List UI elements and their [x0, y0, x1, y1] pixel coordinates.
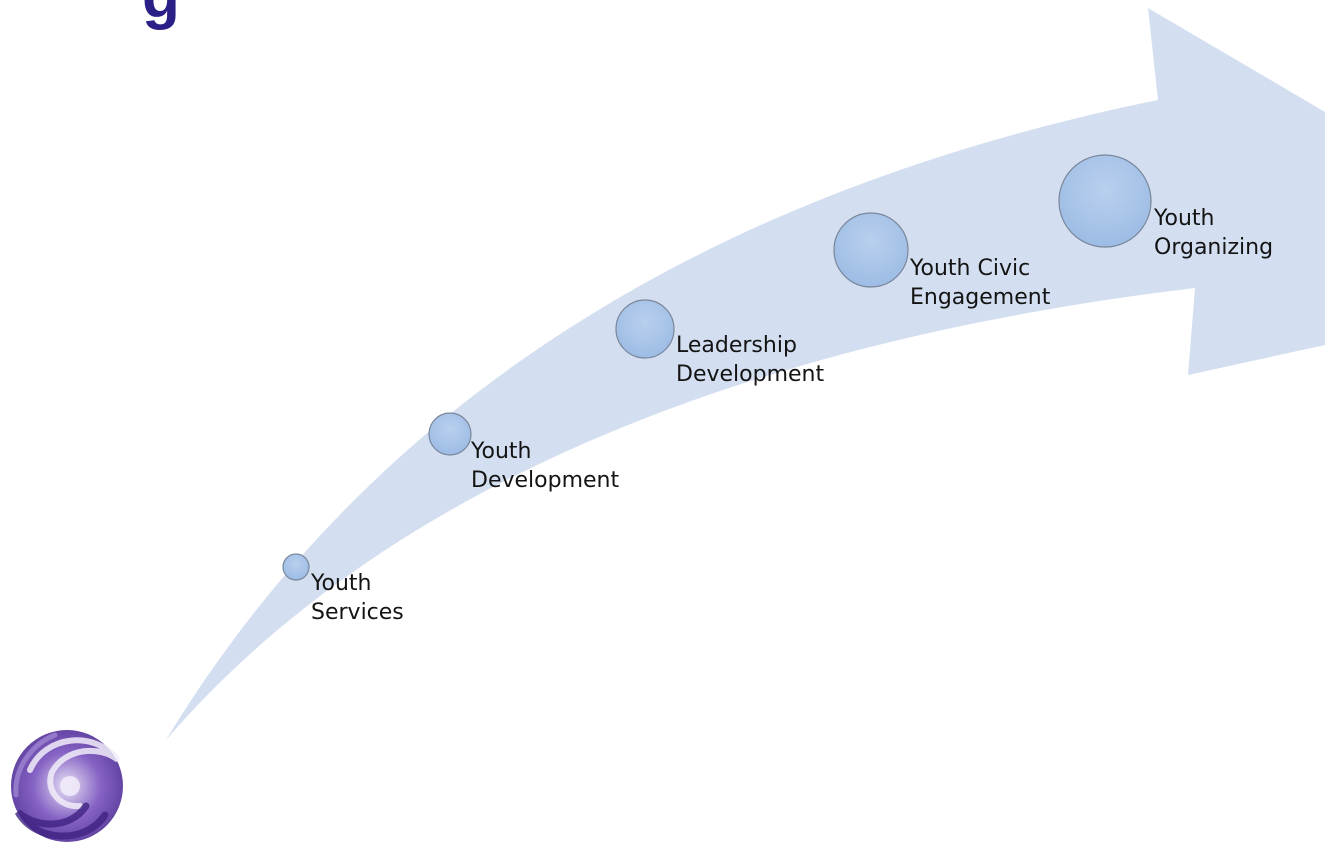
stage-label-line: Youth Civic: [910, 256, 1031, 281]
stage-label-line: Engagement: [910, 285, 1051, 310]
stage-label-line: Development: [471, 468, 620, 493]
stage-label-line: Youth: [471, 439, 532, 464]
stage-label-youth-services: Youth Services: [311, 569, 404, 627]
progression-arrow: [166, 8, 1325, 740]
stage-bubble-youth-development: [428, 412, 472, 456]
slide-title-fragment: g: [142, 0, 180, 28]
stage-label-line: Services: [311, 600, 404, 625]
stage-bubble-youth-services: [282, 553, 310, 581]
stage-label-youth-organizing: Youth Organizing: [1154, 204, 1273, 262]
stage-label-line: Youth: [311, 571, 372, 596]
stage-label-line: Development: [676, 362, 825, 387]
stage-bubble-leadership-development: [615, 299, 675, 359]
stage-label-youth-civic-engagement: Youth Civic Engagement: [910, 254, 1050, 312]
stage-label-line: Youth: [1154, 206, 1215, 231]
stage-bubble-youth-organizing: [1058, 154, 1152, 248]
stage-label-line: Leadership: [676, 333, 797, 358]
purple-swirl-logo-icon: [11, 730, 123, 842]
stage-bubble-youth-civic-engagement: [833, 212, 909, 288]
stage-label-line: Organizing: [1154, 235, 1274, 260]
stage-label-youth-development: Youth Development: [471, 437, 619, 495]
stage-label-leadership-development: Leadership Development: [676, 331, 824, 389]
